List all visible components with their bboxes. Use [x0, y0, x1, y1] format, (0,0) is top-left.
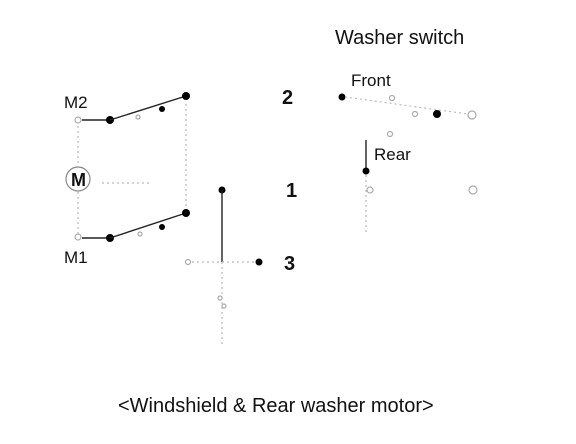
- front-output-dot: [433, 110, 441, 118]
- rear-label: Rear: [374, 145, 411, 164]
- rear-contact-node: [366, 186, 374, 194]
- rear-arm-dot: [362, 167, 370, 175]
- port3-dot: [255, 258, 263, 266]
- port-1-label: 1: [286, 180, 297, 202]
- m2-label: M2: [64, 93, 88, 112]
- front-label: Front: [351, 71, 391, 90]
- front-output-terminal: [467, 110, 477, 120]
- rear-switch: [362, 130, 478, 235]
- m2-arm-node: [135, 114, 141, 120]
- m1-arm-wire: [109, 212, 187, 239]
- port-2-label: 2: [282, 87, 293, 109]
- m2-terminal: [74, 116, 82, 124]
- diagram-caption: <Windshield & Rear washer motor>: [118, 395, 434, 417]
- common-bus: [217, 186, 227, 345]
- rear-upper-node: [386, 130, 394, 138]
- m1-pivot-dot: [182, 209, 190, 217]
- m1-arm-node: [137, 231, 143, 237]
- m1-label: M1: [64, 248, 88, 267]
- front-contact-node: [388, 94, 396, 102]
- m1-arm-dot: [159, 224, 165, 230]
- front-switch: [338, 93, 477, 120]
- m2-switch: [74, 92, 190, 124]
- port3-left-terminal: [184, 258, 192, 266]
- front-contact-line: [344, 96, 476, 116]
- motor-circle: [65, 166, 91, 192]
- port-3-label: 3: [284, 253, 295, 275]
- m2-pivot-dot: [182, 92, 190, 100]
- m2-arm-dot: [159, 106, 165, 112]
- bus-node-a: [217, 295, 223, 301]
- motor-label: M: [71, 170, 86, 190]
- rear-output-terminal: [468, 185, 478, 195]
- bus-node-b: [221, 303, 227, 309]
- front-input-dot: [338, 93, 346, 101]
- motor-symbol: M: [65, 126, 91, 236]
- m1-switch: [74, 209, 190, 242]
- m2-arm-wire: [109, 95, 187, 121]
- front-mid-node: [411, 110, 419, 118]
- port-3-branch: [184, 258, 263, 266]
- m1-terminal: [74, 233, 82, 241]
- washer-switch-title: Washer switch: [335, 27, 464, 49]
